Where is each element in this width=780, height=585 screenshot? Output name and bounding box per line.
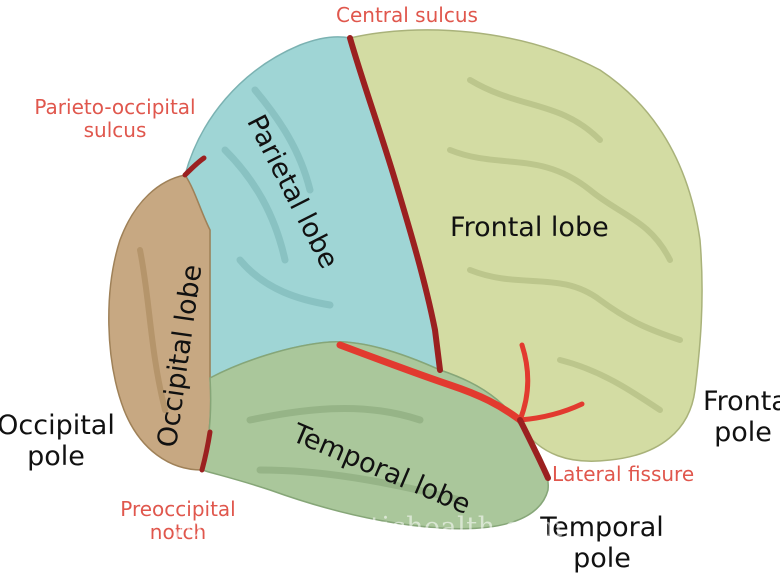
occipital-pole-line-1: Occipital <box>0 410 115 441</box>
watermark-text: yourchiropractichealth.com <box>170 512 564 543</box>
frontal-pole-line-1: Frontal <box>703 386 780 417</box>
parieto-occipital-sulcus-line <box>182 155 207 178</box>
parieto-occipital-line-2: sulcus <box>83 118 147 142</box>
occipital-pole-label: Occipital pole <box>0 410 116 472</box>
temporal-pole-line-2: pole <box>573 543 631 575</box>
parieto-occipital-line-1: Parieto-occipital <box>34 95 196 119</box>
preoccipital-notch-line <box>199 429 213 473</box>
temporal-pole-label: Temporal pole <box>532 512 672 574</box>
central-sulcus-line <box>347 35 443 373</box>
frontal-lobe-label: Frontal lobe <box>450 212 609 243</box>
frontal-pole-line-2: pole <box>714 417 772 449</box>
lateral-fissure-label: Lateral fissure <box>552 462 695 486</box>
preoccipital-line-1: Preoccipital <box>120 497 236 521</box>
occipital-pole-line-2: pole <box>27 441 85 473</box>
temporal-pole-line-1: Temporal <box>540 512 664 543</box>
preoccipital-line-2: notch <box>149 520 207 544</box>
parieto-occipital-sulcus-label: Parieto-occipital sulcus <box>30 96 200 142</box>
lateral-fissure-line <box>336 341 585 481</box>
gyri-texture <box>137 77 683 504</box>
frontal-pole-label: Frontal pole <box>703 386 780 448</box>
central-sulcus-label: Central sulcus <box>336 3 478 27</box>
occipital-lobe-region <box>108 174 212 471</box>
preoccipital-notch-label: Preoccipital notch <box>112 498 244 544</box>
